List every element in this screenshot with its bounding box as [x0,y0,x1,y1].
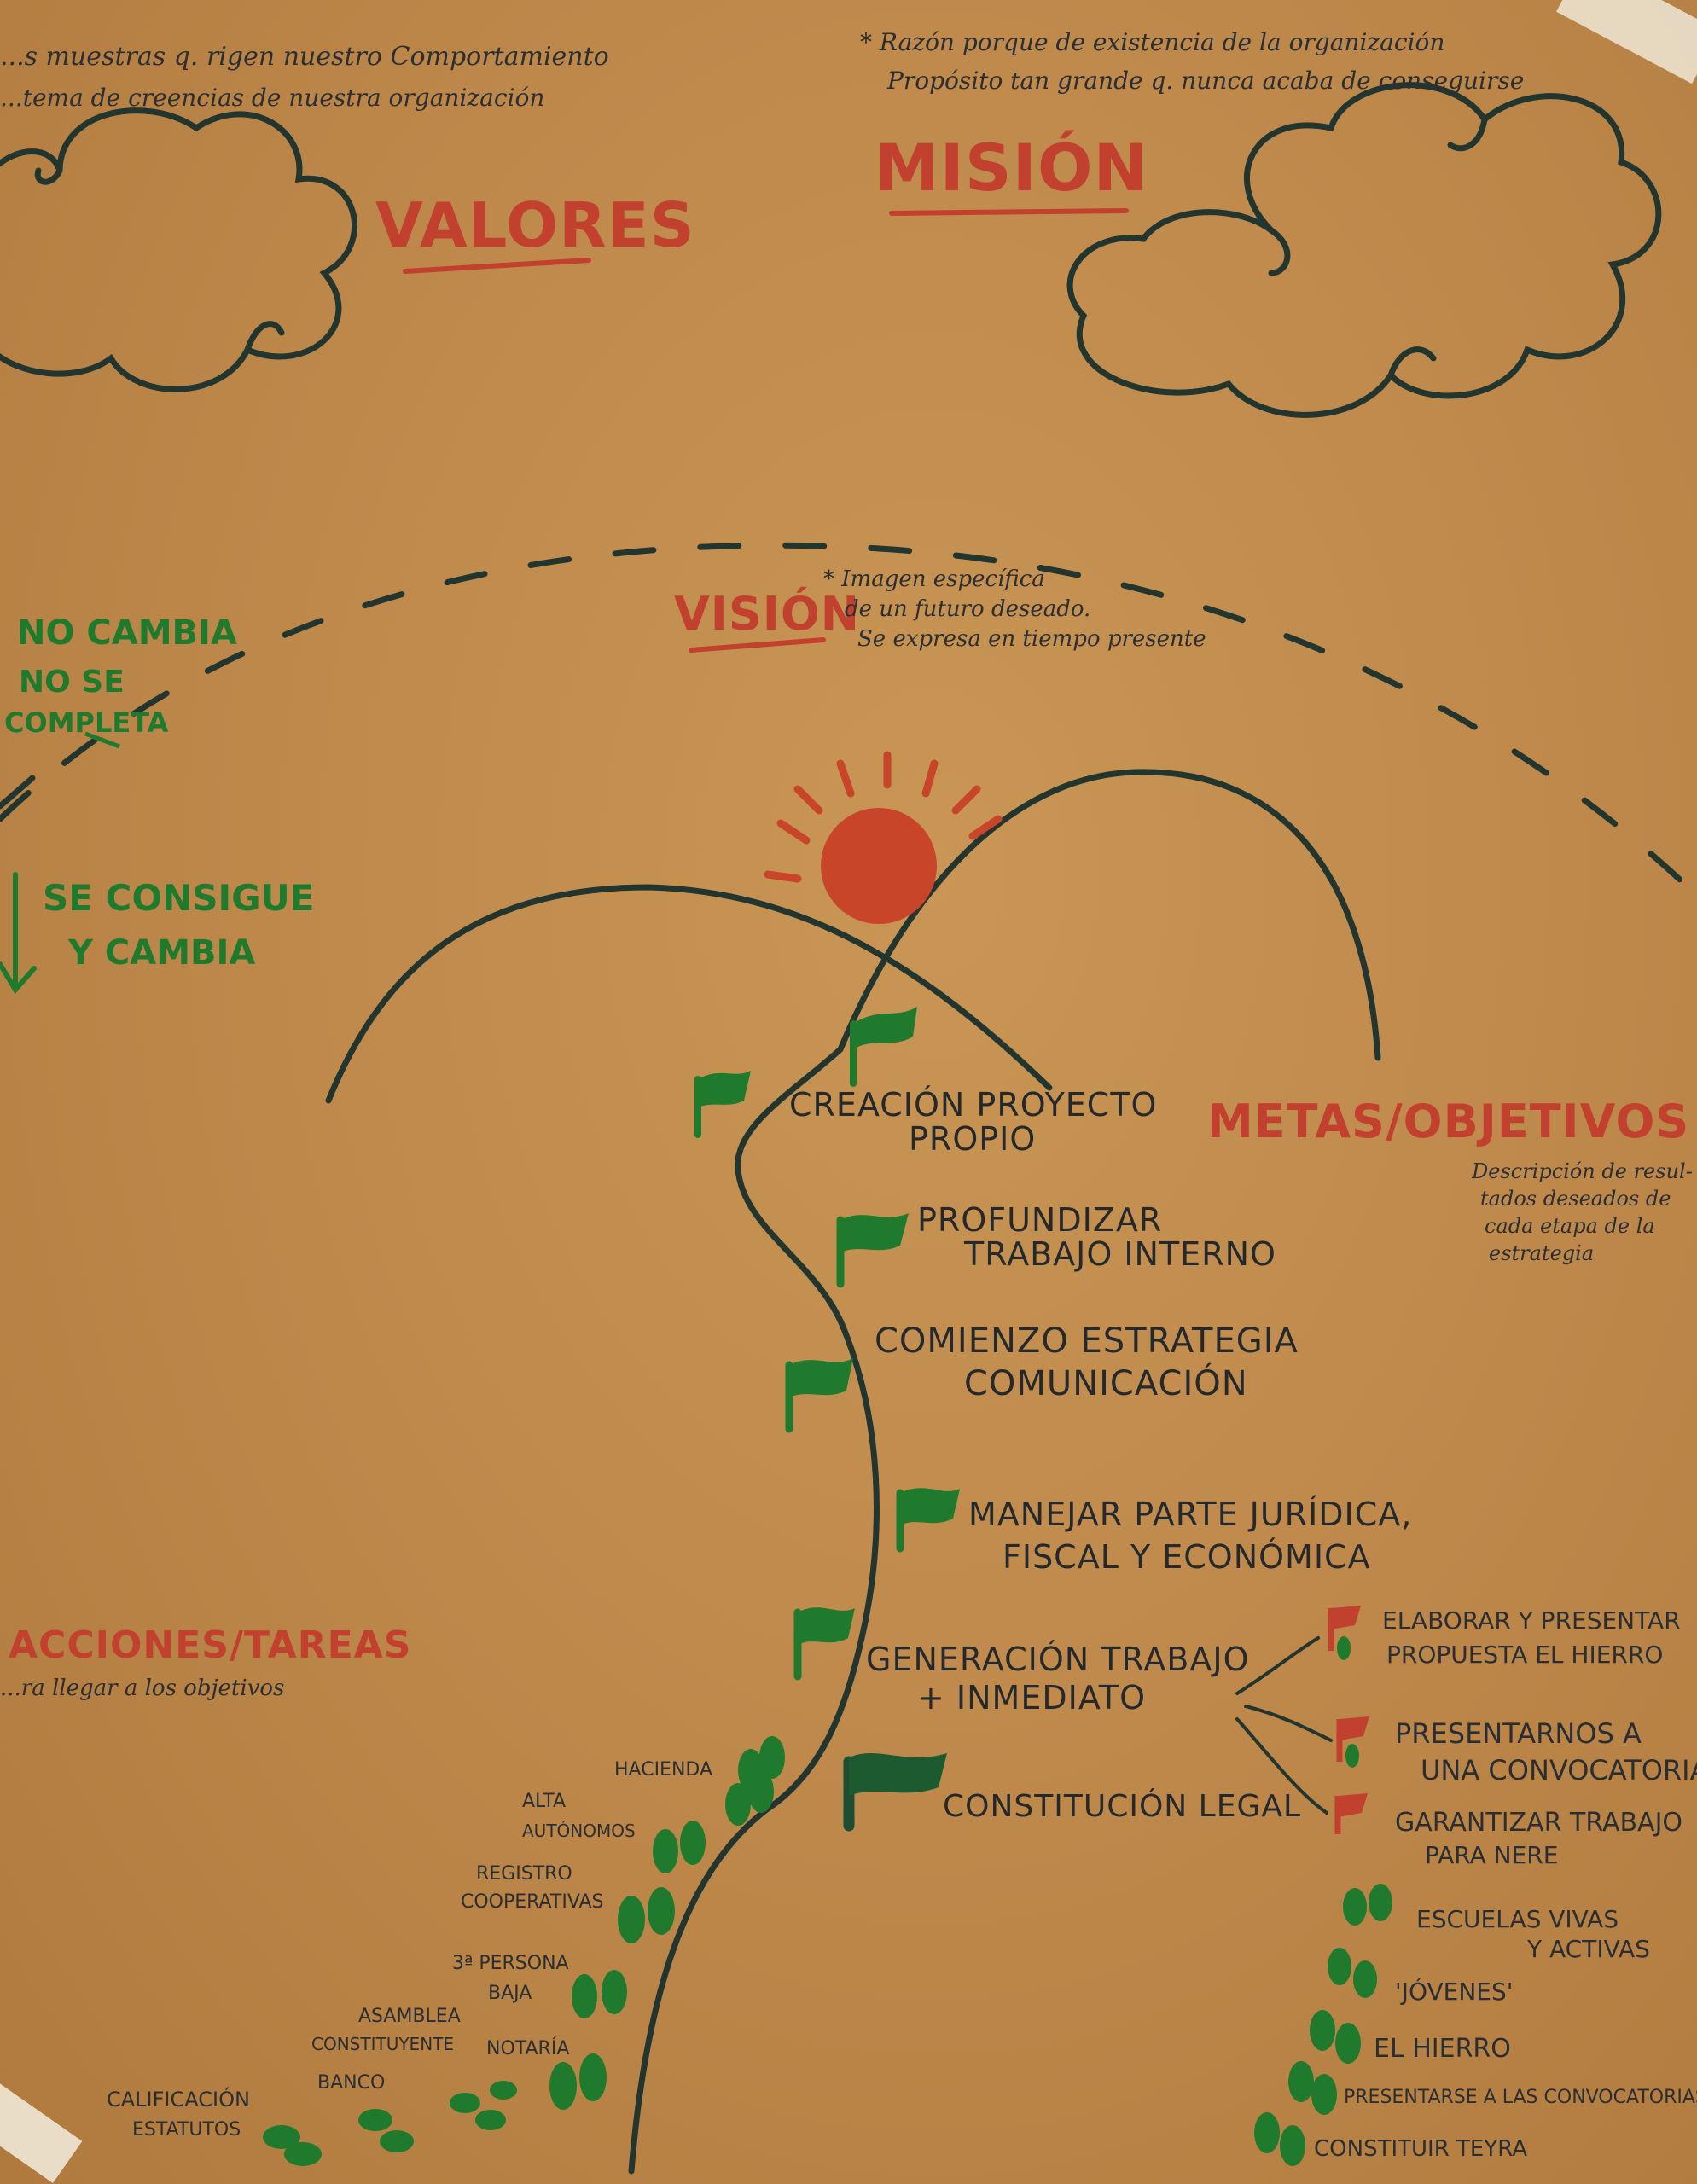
arc-tick [0,775,36,810]
mision-title: MISIÓN [875,130,1149,206]
flag-icon-goal-6 [843,1753,947,1832]
down-arrow-icon [0,872,37,995]
metas-desc-3: cada etapa de la [1485,1214,1655,1238]
metas-title: METAS/OBJETIVOS [1207,1095,1690,1148]
branch-2-line-2: UNA CONVOCATORIA [1421,1754,1697,1786]
acciones-title: ACCIONES/TAREAS [9,1623,412,1667]
goal-6: CONSTITUCIÓN LEGAL [943,1789,1302,1824]
mision-cloud-icon [1066,82,1662,418]
flag-icon-goal-1a [850,1007,917,1087]
sun-icon [764,751,1003,924]
right-step-5: CONSTITUIR TEYRA [1314,2136,1528,2162]
red-flag-icon [1328,1606,1361,1651]
left-step-asamblea-2: CONSTITUYENTE [311,2034,455,2054]
goal-4-line-2: FISCAL Y ECONÓMICA [1003,1538,1371,1576]
right-step-4: PRESENTARSE A LAS CONVOCATORIAS [1344,2087,1697,2108]
flag-icon-goal-4 [896,1488,960,1553]
title-underlines [403,208,1129,653]
no-cambia-label: NO CAMBIA [17,613,237,653]
right-step-2: 'JÓVENES' [1395,1978,1514,2006]
red-flag-icon [1336,1716,1369,1762]
vision-note-3: Se expresa en tiempo presente [857,626,1206,652]
red-flag-icon [1334,1793,1368,1834]
valores-cloud-icon [0,107,357,392]
goal-4-line-1: MANEJAR PARTE JURÍDICA, [968,1496,1413,1533]
goal-5-line-2: + INMEDIATO [917,1679,1146,1716]
flag-icon-goal-5 [793,1607,855,1681]
mision-note-2: Propósito tan grande q. nunca acaba de c… [887,67,1525,95]
left-step-registro-1: REGISTRO [476,1863,572,1885]
valores-note-1: ...s muestras q. rigen nuestro Comportam… [0,42,609,72]
goal-2-line-1: PROFUNDIZAR [917,1201,1163,1239]
flag-icon-goal-3 [785,1358,853,1433]
goal-5-line-1: GENERACIÓN TRABAJO [866,1641,1250,1678]
valores-note-2: ...tema de creencias de nuestra organiza… [0,84,545,112]
goal-2-line-2: TRABAJO INTERNO [964,1235,1276,1273]
branch-2-line-1: PRESENTARNOS A [1395,1717,1642,1750]
right-step-3: EL HIERRO [1374,2034,1511,2064]
goal-3-line-1: COMIENZO ESTRATEGIA [875,1321,1299,1361]
left-step-registro-2: COOPERATIVAS [461,1891,604,1913]
vision-note-2: de un futuro deseado. [845,596,1091,622]
acciones-desc: ...ra llegar a los objetivos [0,1676,285,1701]
left-step-alta-2: AUTÓNOMOS [522,1821,636,1841]
vision-arc [0,542,1697,899]
metas-desc-1: Descripción de resul- [1472,1159,1693,1183]
no-se-label: NO SE [19,665,125,700]
vision-title: VISIÓN [674,587,860,641]
mountain-right [837,769,1381,1061]
completa-label: COMPLETA [4,706,169,739]
left-step-calificacion-2: ESTATUTOS [132,2119,241,2140]
mountain-left [325,884,1053,1104]
goal-1-line-2: PROPIO [909,1120,1037,1158]
left-step-calificacion-1: CALIFICACIÓN [107,2088,250,2111]
valores-title: VALORES [375,189,695,261]
left-step-banco: BANCO [317,2072,386,2094]
strategy-path [628,1046,880,2175]
se-consigue-label: SE CONSIGUE [43,877,315,919]
left-step-alta-1: ALTA [522,1791,567,1812]
vision-note-1: * Imagen específica [823,566,1045,592]
mision-note-1: * Razón porque de existencia de la organ… [860,28,1445,56]
left-step-asamblea-1: ASAMBLEA [358,2006,461,2027]
left-step-persona-2: BAJA [488,1983,532,2004]
metas-desc-4: estrategia [1489,1241,1595,1265]
completa-underline [84,731,120,749]
footprints-icon [263,1636,1392,2166]
flag-icon-goal-2 [836,1213,909,1288]
branch-1-line-2: PROPUESTA EL HIERRO [1386,1641,1664,1669]
right-step-1-line-2: Y ACTIVAS [1527,1935,1650,1963]
left-step-hacienda: HACIENDA [614,1759,713,1780]
right-step-1-line-1: ESCUELAS VIVAS [1416,1905,1619,1933]
branch-1-line-1: ELABORAR Y PRESENTAR [1382,1606,1681,1635]
branch-3-line-2: PARA NERE [1425,1841,1559,1869]
flag-icon-goal-1b [694,1071,751,1138]
y-cambia-label: Y CAMBIA [68,933,256,973]
left-step-notaria: NOTARÍA [486,2038,570,2059]
branch-3-line-1: GARANTIZAR TRABAJO [1395,1808,1683,1838]
goal-1-line-1: CREACIÓN PROYECTO [789,1086,1158,1124]
branch-lines [1235,1636,1333,1815]
metas-desc-2: tados deseados de [1480,1187,1671,1211]
left-step-persona-1: 3ª PERSONA [452,1953,569,1974]
goal-3-line-2: COMUNICACIÓN [964,1364,1248,1403]
